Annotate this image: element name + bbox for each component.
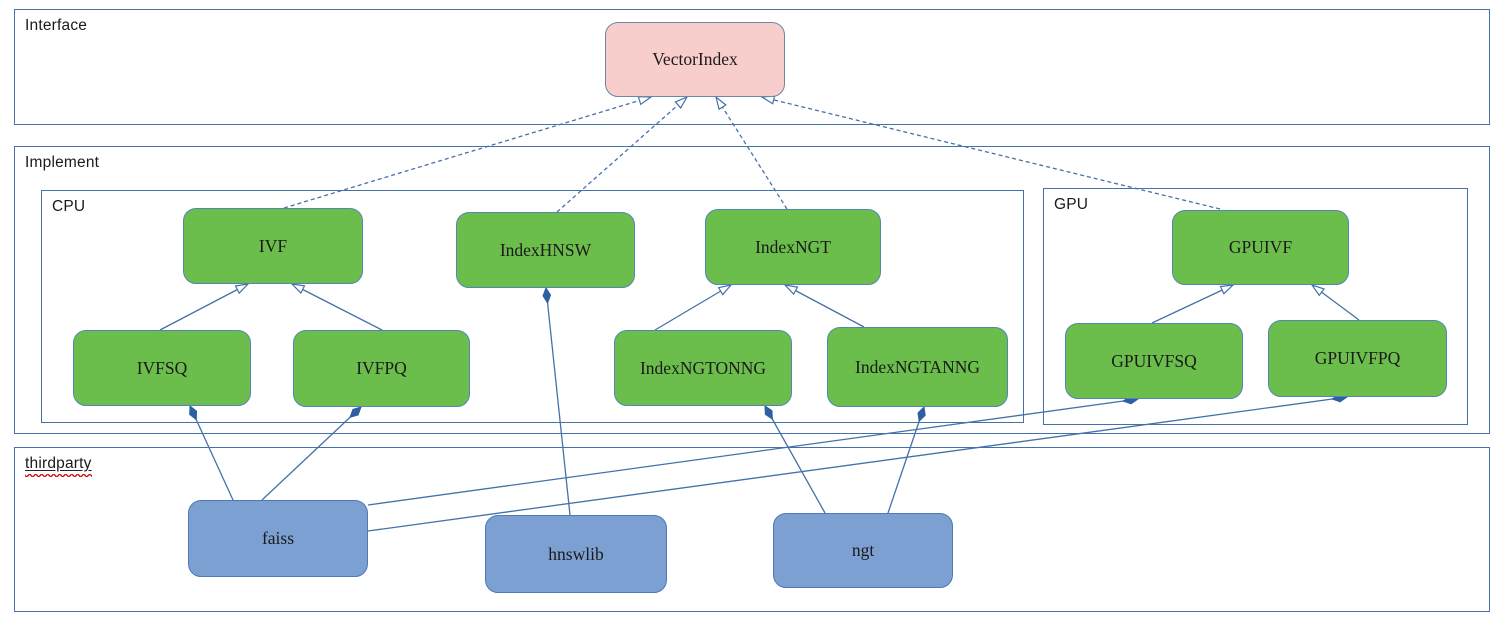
- node-gpuivfsq[interactable]: GPUIVFSQ: [1065, 323, 1243, 399]
- node-indexhnsw[interactable]: IndexHNSW: [456, 212, 635, 288]
- node-gpuivf-label: GPUIVF: [1228, 237, 1293, 257]
- node-ivfpq[interactable]: IVFPQ: [293, 330, 470, 407]
- node-indexngtonng-label: IndexNGTONNG: [639, 357, 767, 378]
- node-vectorindex[interactable]: VectorIndex: [605, 22, 785, 97]
- node-gpuivf[interactable]: GPUIVF: [1172, 210, 1349, 285]
- container-interface-label: Interface: [25, 17, 88, 34]
- node-ivfpq-label: IVFPQ: [356, 358, 407, 378]
- node-hnswlib-label: hnswlib: [548, 543, 604, 564]
- node-hnswlib[interactable]: hnswlib: [485, 515, 667, 593]
- node-indexngtanng-label: IndexNGTANNG: [855, 356, 980, 377]
- node-ngt-label: ngt: [851, 540, 875, 560]
- node-ivfsq-label: IVFSQ: [136, 357, 188, 378]
- node-gpuivfpq-label: GPUIVFPQ: [1314, 348, 1401, 368]
- node-indexngtanng[interactable]: IndexNGTANNG: [827, 327, 1008, 407]
- node-vectorindex-label: VectorIndex: [652, 49, 738, 69]
- node-indexngt[interactable]: IndexNGT: [705, 209, 881, 285]
- node-ngt[interactable]: ngt: [773, 513, 953, 588]
- node-indexhnsw-label: IndexHNSW: [499, 239, 592, 260]
- node-faiss[interactable]: faiss: [188, 500, 368, 577]
- node-gpuivfsq-label: GPUIVFSQ: [1111, 350, 1197, 371]
- container-implement-label: Implement: [25, 154, 100, 171]
- node-indexngtonng[interactable]: IndexNGTONNG: [614, 330, 792, 406]
- node-faiss-label: faiss: [261, 528, 295, 548]
- node-indexngt-label: IndexNGT: [755, 236, 831, 257]
- container-cpu-label: CPU: [52, 198, 86, 215]
- node-gpuivfpq[interactable]: GPUIVFPQ: [1268, 320, 1447, 397]
- node-ivfsq[interactable]: IVFSQ: [73, 330, 251, 406]
- node-ivf-label: IVF: [258, 235, 288, 256]
- container-gpu-label: GPU: [1054, 196, 1089, 213]
- container-thirdparty-label: thirdparty: [25, 455, 92, 477]
- node-ivf[interactable]: IVF: [183, 208, 363, 284]
